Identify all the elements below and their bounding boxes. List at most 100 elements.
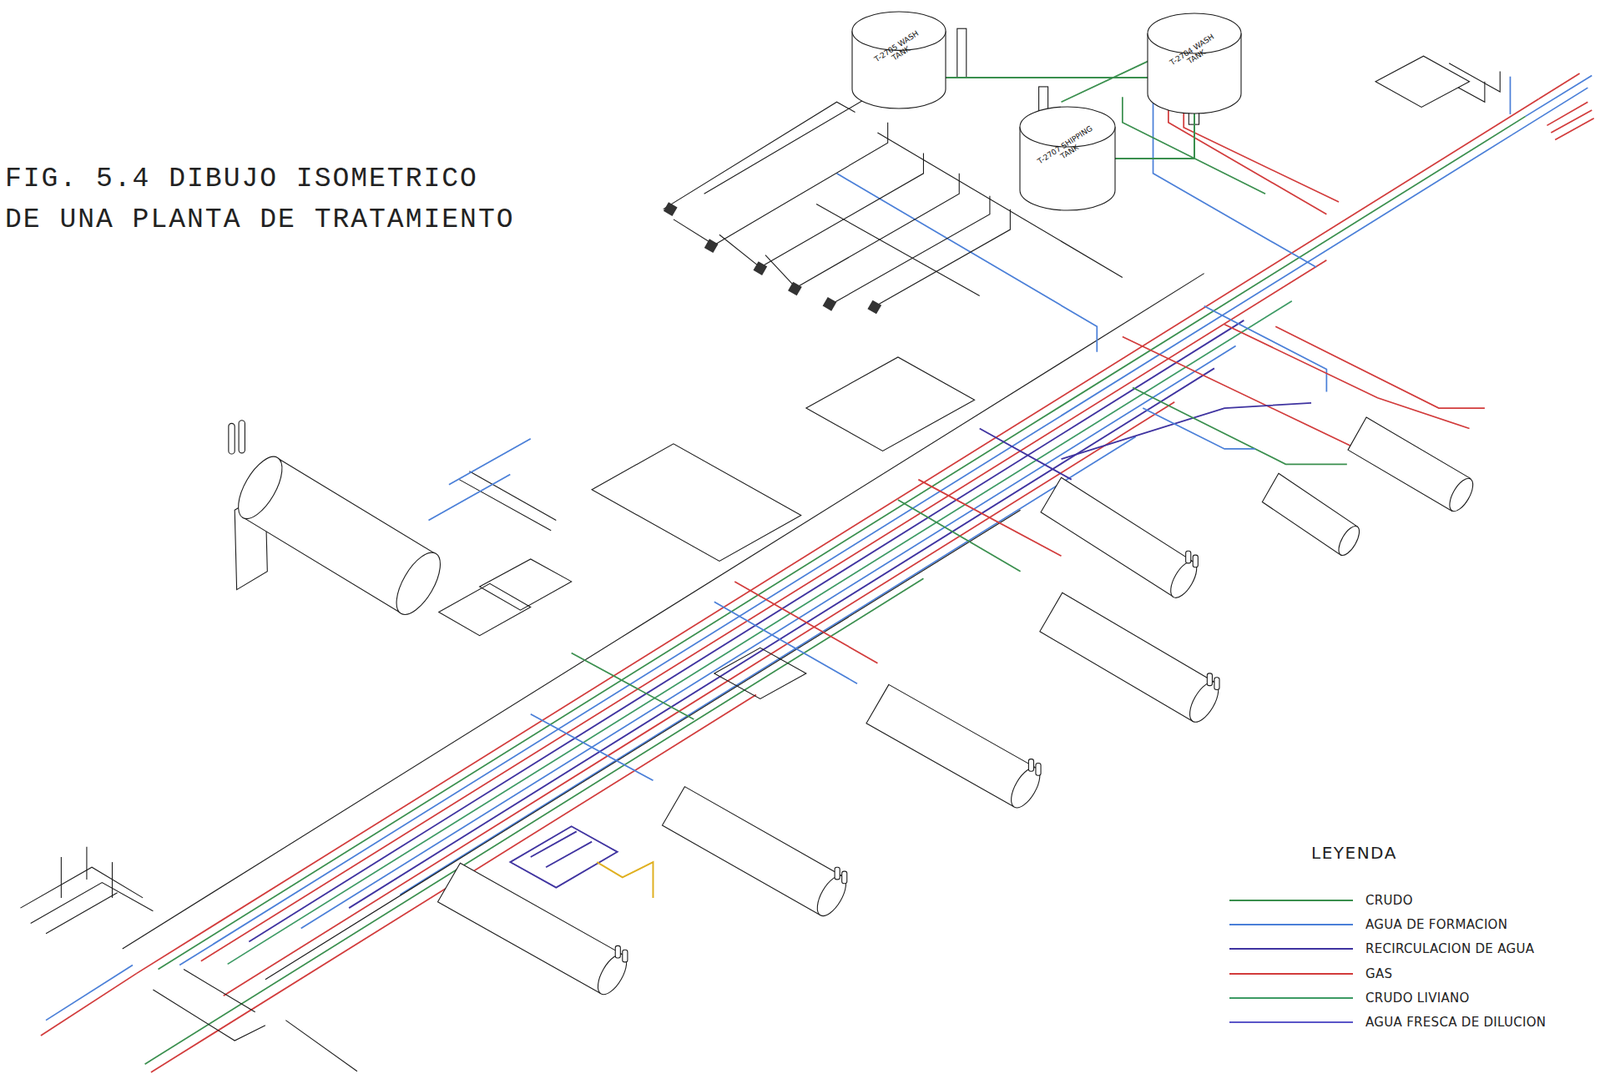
skid-outline	[439, 583, 531, 636]
manifold	[765, 255, 797, 288]
horizontal-vessel	[1206, 673, 1212, 687]
skid-outline	[449, 439, 531, 485]
pipe-branches	[1509, 76, 1512, 115]
pipe-branches	[1061, 60, 1149, 102]
horizontal-vessel	[811, 871, 852, 921]
skid-outline	[591, 444, 802, 562]
manifold	[787, 282, 803, 297]
skid-outline	[285, 1020, 358, 1072]
legend-line-sample	[1229, 948, 1353, 950]
legend-text: RECIRCULACION DE AGUA	[1365, 941, 1535, 957]
horizontal-vessel	[1184, 677, 1225, 727]
manifold	[816, 204, 980, 297]
pipe-branches	[1061, 403, 1313, 460]
legend-row: GAS	[1229, 961, 1546, 986]
pipe-rack	[40, 973, 137, 1036]
horizontal-vessel	[842, 871, 848, 884]
pipe-branches	[1224, 324, 1469, 430]
legend-text: AGUA FRESCA DE DILUCION	[1365, 1014, 1546, 1030]
legend-line-sample	[1229, 923, 1353, 926]
pipe-branches	[1183, 111, 1339, 202]
legend-row: AGUA DE FORMACION	[1229, 912, 1546, 937]
pipe-branches	[734, 581, 878, 664]
pipe-rack	[122, 273, 1205, 949]
legend: CRUDOAGUA DE FORMACIONRECIRCULACION DE A…	[1229, 888, 1546, 1035]
pipe-rack	[145, 578, 924, 1065]
horizontal-vessel	[1214, 677, 1220, 691]
horizontal-vessel	[1334, 523, 1363, 559]
horizontal-vessel	[1444, 474, 1478, 515]
pipe-branches	[1546, 101, 1588, 126]
manifold	[704, 238, 719, 253]
pipe-branches	[1554, 118, 1594, 141]
manifold	[663, 101, 856, 209]
skid-outline	[45, 893, 118, 934]
legend-line-sample	[1229, 1021, 1353, 1024]
pipe-branches	[1275, 326, 1485, 409]
legend-row: RECIRCULACION DE AGUA	[1229, 937, 1546, 962]
pipe-branches	[714, 601, 858, 684]
pipe-connector	[1115, 113, 1195, 159]
manifold	[957, 28, 967, 78]
manifold	[752, 261, 768, 276]
pipe-rack	[227, 301, 1293, 965]
legend-text: CRUDO LIVIANO	[1365, 990, 1470, 1006]
pipe-rack	[151, 695, 757, 1073]
manifold	[719, 234, 761, 268]
horizontal-vessel	[238, 420, 245, 454]
legend-row: CRUDO LIVIANO	[1229, 985, 1546, 1010]
pipe-rack	[1525, 75, 1592, 117]
legend-text: GAS	[1365, 966, 1393, 982]
pipe-branches	[530, 60, 1595, 781]
horizontal-vessel	[437, 863, 624, 994]
skid-outline	[806, 357, 975, 451]
pipe-rack	[45, 965, 133, 1021]
horizontal-vessel	[1039, 592, 1216, 722]
pipe-rack	[301, 345, 1237, 929]
horizontal-vessel	[229, 449, 291, 525]
skid-outline	[20, 867, 143, 909]
pipe-rack	[248, 320, 1244, 943]
pipe-connector	[945, 76, 1148, 79]
skid-outline	[152, 989, 265, 1041]
skid-outline	[509, 826, 617, 888]
skid-outline	[596, 862, 653, 899]
pipe-branches	[1204, 306, 1328, 393]
skid-outline	[85, 847, 87, 880]
horizontal-vessel	[866, 684, 1037, 808]
legend-line-sample	[1229, 899, 1353, 902]
skid-outline	[479, 559, 572, 611]
manifold	[663, 28, 1200, 314]
manifold	[663, 201, 678, 217]
pipe-branches	[979, 428, 1072, 480]
manifold	[704, 71, 879, 195]
pipe-rack	[179, 134, 1513, 965]
skid-outline	[428, 474, 510, 521]
skid-outline	[60, 857, 62, 899]
horizontal-vessel	[1186, 550, 1192, 564]
skid-outline	[714, 647, 807, 699]
figure-title: FIG. 5.4 DIBUJO ISOMETRICO DE UNA PLANTA…	[5, 158, 523, 241]
horizontal-vessel	[388, 545, 450, 621]
storage-tank: T-2707 SHIPPING TANK	[1019, 106, 1116, 211]
pipe-rack	[158, 116, 1526, 970]
pipe-branches	[571, 652, 695, 719]
storage-tank: T-2705 WASH TANK	[852, 11, 946, 109]
horizontal-vessel	[228, 417, 1478, 1000]
skid-outline	[469, 471, 556, 521]
pipe-branches	[898, 499, 1021, 572]
skid-outline	[30, 883, 154, 924]
horizontal-vessel	[1192, 555, 1198, 568]
skid-outline	[183, 969, 256, 1012]
manifold	[822, 297, 838, 312]
storage-tank: T-2704 WASH TANK	[1147, 13, 1242, 114]
pipe-rack	[223, 402, 1175, 997]
pipe-branches	[1142, 408, 1255, 450]
skid-outline	[1375, 55, 1469, 107]
pipe-branches	[918, 479, 1061, 557]
manifold	[875, 209, 1010, 307]
